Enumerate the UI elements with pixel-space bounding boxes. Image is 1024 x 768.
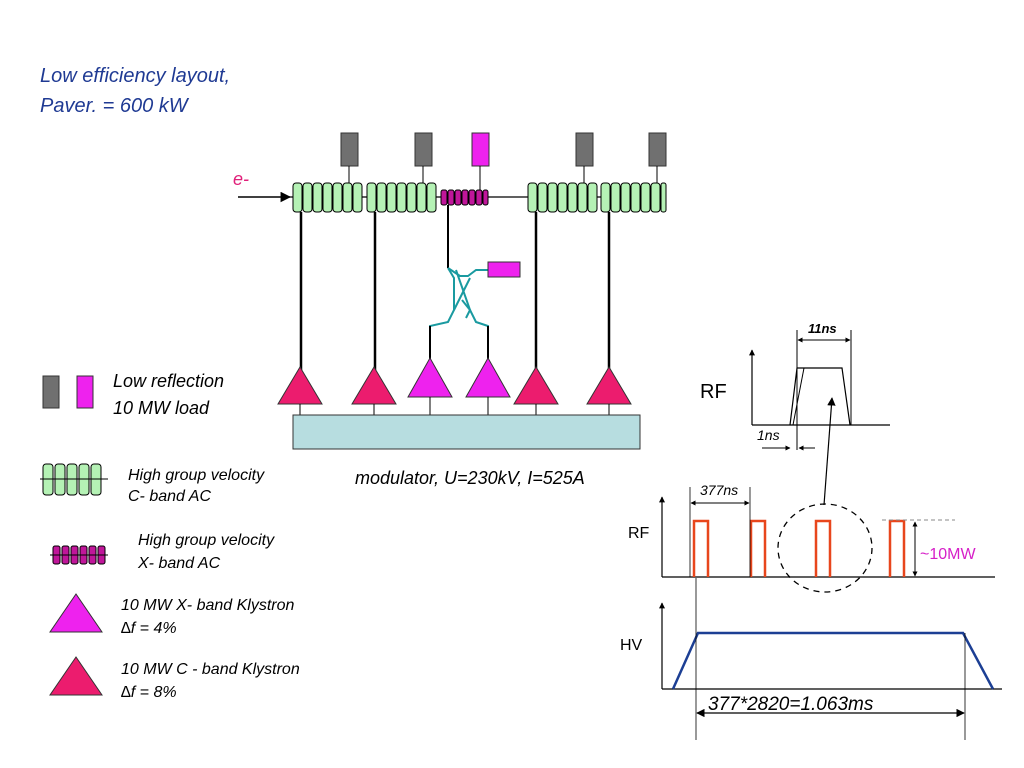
- x-band-klystron: [407, 356, 453, 398]
- hv-label: HV: [620, 637, 643, 654]
- modulator-block: [292, 414, 641, 450]
- c-band-klystron: [513, 366, 559, 405]
- c-band-klystron: [586, 366, 632, 405]
- load-grey: [340, 132, 359, 167]
- x-band-structure: [440, 189, 489, 206]
- legend-load-grey: [42, 375, 60, 409]
- beam-label: e-: [233, 169, 249, 189]
- pulse-detail-shape: [789, 367, 851, 426]
- zoom-pointer: [823, 397, 836, 506]
- hv-pulse-shape: [671, 631, 995, 690]
- legend-c-klystron-line-2: ∆f = 8%: [121, 684, 177, 701]
- legend-c-band-ac-icon: [40, 463, 108, 496]
- legend-c-band-line-2: C- band AC: [128, 488, 211, 505]
- pulse-width-label: 11ns: [808, 321, 837, 336]
- hv-length-label: 377*2820=1.063ms: [708, 694, 874, 715]
- c-band-klystron: [277, 366, 323, 405]
- legend-c-klystron-line-1: 10 MW C - band Klystron: [121, 661, 300, 678]
- title-line-1: Low efficiency layout,: [40, 65, 230, 87]
- pulse-detail-rf-label: RF: [700, 381, 727, 403]
- legend-x-band-ac-icon: [50, 545, 108, 565]
- rise-label: 1ns: [757, 427, 780, 443]
- load-grey: [414, 132, 433, 167]
- c-band-structure: [600, 182, 667, 213]
- legend-load-line-2: 10 MW load: [113, 398, 210, 418]
- legend-load-magenta: [76, 375, 94, 409]
- modulator-label: modulator, U=230kV, I=525A: [355, 468, 585, 488]
- c-band-structure: [366, 182, 437, 213]
- x-band-klystron: [465, 356, 511, 398]
- rf-pulses: [692, 519, 906, 577]
- zoom-circle: [777, 503, 873, 593]
- load-grey: [575, 132, 594, 167]
- legend-x-klystron-line-1: 10 MW X- band Klystron: [121, 597, 295, 614]
- spacing-label: 377ns: [700, 482, 738, 498]
- power-label: ~10MW: [920, 546, 976, 563]
- legend-c-klystron-icon: [49, 656, 103, 696]
- legend-x-band-line-2: X- band AC: [137, 555, 221, 572]
- c-band-structure: [527, 182, 598, 213]
- legend-c-band-line-1: High group velocity: [128, 467, 265, 484]
- legend-load-line-1: Low reflection: [113, 371, 224, 391]
- c-band-structure: [292, 182, 363, 213]
- load-grey: [648, 132, 667, 167]
- legend-x-band-line-1: High group velocity: [138, 532, 275, 549]
- pulse-detail-shape: [792, 367, 805, 426]
- modulator-connectors: [299, 397, 610, 415]
- legend-x-klystron-icon: [49, 593, 103, 633]
- load-magenta: [471, 132, 490, 167]
- rf-train-label: RF: [628, 525, 650, 542]
- hybrid-coupler: [429, 267, 489, 356]
- legend-x-klystron-line-2: ∆f = 4%: [121, 620, 177, 637]
- c-band-klystron: [351, 366, 397, 405]
- load-magenta: [487, 261, 521, 278]
- title-line-2: Paver. = 600 kW: [40, 95, 190, 117]
